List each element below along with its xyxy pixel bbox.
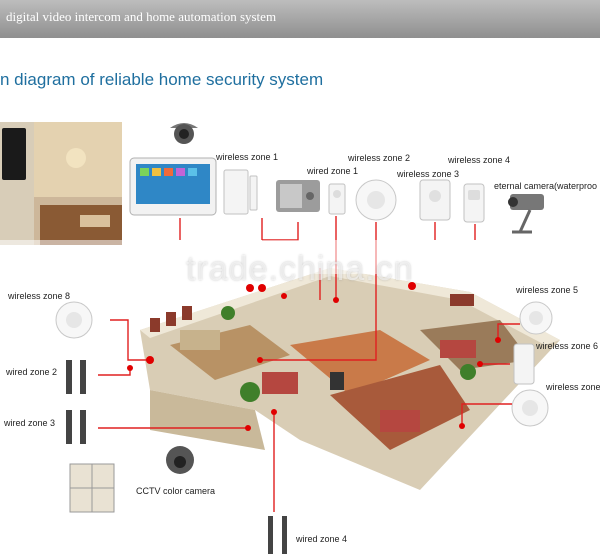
smoke-detector-icon [355, 179, 397, 221]
wired-zone-3-beam [66, 410, 86, 444]
banner-text: digital video intercom and home automati… [6, 9, 277, 24]
label-wired-zone-4: wired zone 4 [296, 534, 348, 544]
label-wireless-zone-3: wireless zone 3 [397, 169, 460, 179]
connection-points [127, 282, 501, 431]
cctv-camera-icon [166, 446, 194, 474]
label-wired-zone-1: wired zone 1 [307, 166, 359, 176]
pir-sensor-icon [463, 183, 485, 223]
label-cctv-camera: CCTV color camera [136, 486, 216, 496]
label-wireless-zone-8: wireless zone 8 [8, 291, 71, 301]
door-sensor-icon [223, 169, 258, 215]
electric-lock-icon [276, 180, 320, 212]
label-wired-zone-2: wired zone 2 [6, 367, 58, 377]
label-wireless-zone-1: wireless zone 1 [216, 152, 279, 162]
page-title: n diagram of reliable home security syst… [0, 70, 324, 89]
watermark-text: trade.china.cn [186, 250, 414, 288]
external-camera-icon [508, 194, 544, 234]
wired-zone-2-beam [66, 360, 86, 394]
gas-detector-icon [419, 179, 451, 221]
dome-camera-icon [170, 123, 198, 144]
watermark-band [0, 240, 600, 274]
indoor-monitor [129, 157, 217, 216]
small-floorplan-thumbnail [69, 463, 115, 513]
top-banner: digital video intercom and home automati… [0, 0, 600, 38]
wired-zone-4-beam [268, 516, 287, 554]
label-external-camera: eternal camera(waterproo [494, 181, 598, 191]
wireless-zone-6-pir [513, 343, 535, 385]
label-wireless-zone-7: wireless zone [546, 382, 600, 392]
wireless-zone-8-detector [55, 301, 93, 339]
label-wireless-zone-2: wireless zone 2 [348, 153, 411, 163]
wired-sensor-1-icon [328, 183, 346, 215]
wireless-zone-7-detector [511, 389, 549, 427]
label-wireless-zone-6: wireless zone 6 [536, 341, 599, 351]
wireless-zone-5-detector [519, 301, 553, 335]
intercom-photo [0, 122, 122, 245]
label-wireless-zone-5: wireless zone 5 [516, 285, 579, 295]
house-3d-floorplan [140, 268, 560, 490]
label-wired-zone-3: wired zone 3 [4, 418, 56, 428]
label-wireless-zone-4: wireless zone 4 [448, 155, 511, 165]
